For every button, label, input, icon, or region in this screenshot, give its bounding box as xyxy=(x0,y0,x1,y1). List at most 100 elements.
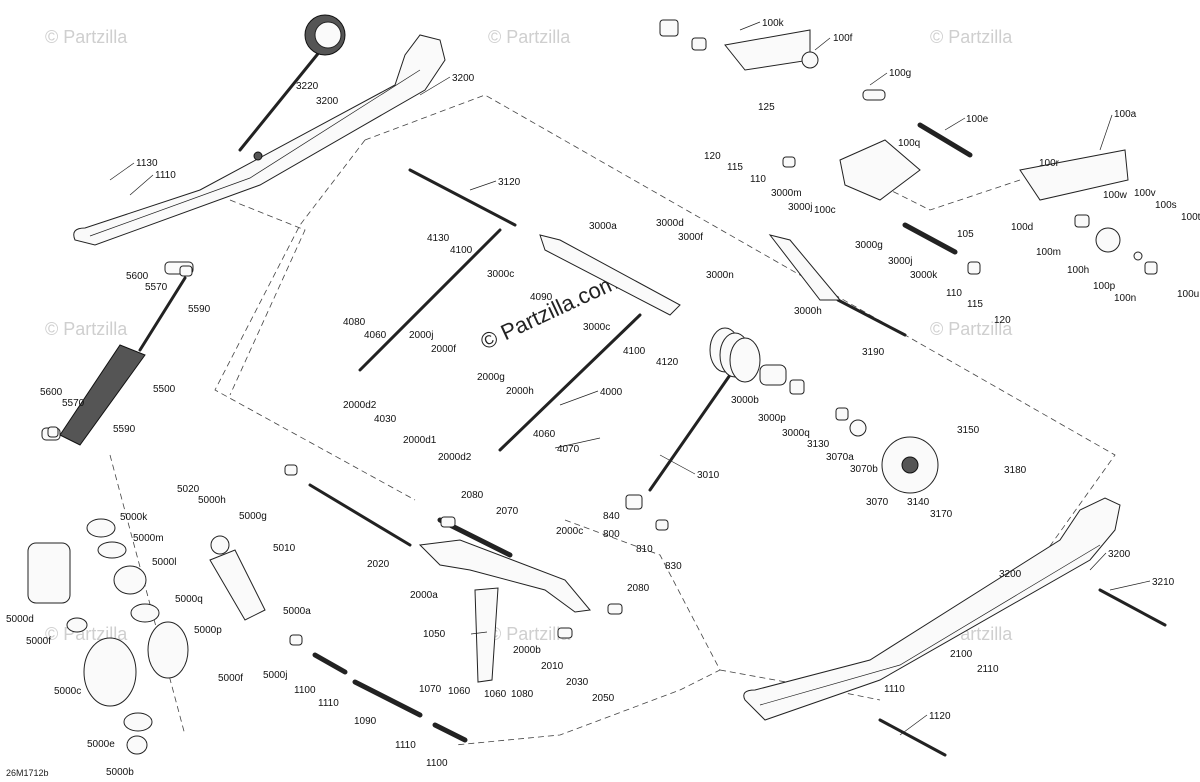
callout-label: 5000q xyxy=(175,594,203,605)
callout-label: 2050 xyxy=(592,693,615,704)
callout-label: 3000k xyxy=(910,270,938,281)
callout-label: 5500 xyxy=(153,384,176,395)
callout-label: 3000c xyxy=(487,269,514,280)
callout-label: 2000a xyxy=(410,590,438,601)
callout-label: 5600 xyxy=(126,271,149,282)
callout-label: 2000c xyxy=(556,526,583,537)
callout-label: 1100 xyxy=(294,685,316,696)
callout-label: 3200 xyxy=(1108,549,1131,560)
callout-label: 800 xyxy=(603,529,620,540)
callout-label: 830 xyxy=(665,561,682,572)
callout-label: 5000b xyxy=(106,767,134,778)
callout-label: 4070 xyxy=(557,444,580,455)
callout-label: 3150 xyxy=(957,425,980,436)
watermarks: © Partzilla © Partzilla © Partzilla © Pa… xyxy=(45,27,1013,644)
callout-label: 4100 xyxy=(450,245,473,256)
callout-label: 2000j xyxy=(409,330,433,341)
callout-label: 5570 xyxy=(145,282,168,293)
watermark: © Partzilla xyxy=(45,319,128,339)
callout-label: 100v xyxy=(1134,188,1156,199)
callout-label: 1110 xyxy=(395,740,416,751)
callout-label: 100w xyxy=(1103,190,1128,201)
callout-label: 3000d xyxy=(656,218,684,229)
callout-label: 100d xyxy=(1011,222,1033,233)
callout-label: 3000m xyxy=(771,188,802,199)
callout-label: 4060 xyxy=(364,330,387,341)
callout-label: 5000e xyxy=(87,739,115,750)
callout-label: 2080 xyxy=(461,490,484,501)
callout-label: 115 xyxy=(727,162,743,173)
callout-label: 3000h xyxy=(794,306,822,317)
callout-label: 100a xyxy=(1114,109,1137,120)
callout-label: 3000q xyxy=(782,428,810,439)
callout-label: 3170 xyxy=(930,509,953,520)
callout-label: 100e xyxy=(966,114,989,125)
callout-label: 840 xyxy=(603,511,620,522)
callout-label: 3180 xyxy=(1004,465,1027,476)
callout-label: 5590 xyxy=(188,304,211,315)
callout-label: 100s xyxy=(1155,200,1177,211)
watermark-center: © Partzilla.com xyxy=(477,269,622,354)
callout-label: 1060 xyxy=(448,686,471,697)
callout-label: 3220 xyxy=(296,81,319,92)
leader-lines xyxy=(109,21,1151,736)
callout-label: 3190 xyxy=(862,347,885,358)
callout-label: 1100 xyxy=(426,758,448,769)
callout-label: 100f xyxy=(833,33,853,44)
callout-label: 100u xyxy=(1177,289,1199,300)
callout-label: 100q xyxy=(898,138,920,149)
callout-label: 105 xyxy=(957,229,974,240)
callout-label: 4060 xyxy=(533,429,556,440)
callout-label: 3000j xyxy=(788,202,812,213)
callout-label: 3010 xyxy=(697,470,720,481)
callout-label: 100m xyxy=(1036,247,1061,258)
callout-label: 125 xyxy=(758,102,775,113)
callout-label: 4080 xyxy=(343,317,366,328)
callout-label: 2110 xyxy=(977,664,999,675)
left-shock xyxy=(41,261,194,446)
callout-label: 1110 xyxy=(155,170,176,181)
callout-label: 5000g xyxy=(239,511,267,522)
callout-label: 100p xyxy=(1093,281,1116,292)
callout-label: 3200 xyxy=(316,96,339,107)
callout-label: 2000d1 xyxy=(403,435,437,446)
callout-label: 2020 xyxy=(367,559,390,570)
callout-labels: 100k 100f 100g 125 100e 120 115 110 100q… xyxy=(6,18,1200,778)
callout-label: 5000k xyxy=(120,512,148,523)
callout-label: 2000h xyxy=(506,386,534,397)
callout-label: 5000l xyxy=(152,557,176,568)
callout-label: 5020 xyxy=(177,484,200,495)
callout-label: 3200 xyxy=(999,569,1022,580)
watermark: © Partzilla xyxy=(930,319,1013,339)
callout-label: 3070b xyxy=(850,464,878,475)
callout-label: 2000b xyxy=(513,645,541,656)
callout-label: 110 xyxy=(750,174,766,185)
watermark: © Partzilla xyxy=(488,27,571,47)
callout-label: 5570 xyxy=(62,398,85,409)
callout-label: 4130 xyxy=(427,233,450,244)
callout-label: 2000d2 xyxy=(438,452,472,463)
callout-label: 5000h xyxy=(198,495,226,506)
callout-label: 3000g xyxy=(855,240,883,251)
callout-label: 2010 xyxy=(541,661,564,672)
callout-label: 2080 xyxy=(627,583,650,594)
callout-label: 3000a xyxy=(589,221,617,232)
callout-label: 100c xyxy=(814,205,836,216)
callout-label: 5000m xyxy=(133,533,164,544)
callout-label: 3210 xyxy=(1152,577,1175,588)
callout-label: 3120 xyxy=(498,177,521,188)
callout-label: 100n xyxy=(1114,293,1136,304)
callout-label: 100g xyxy=(889,68,911,79)
callout-label: 5600 xyxy=(40,387,63,398)
callout-label: 2100 xyxy=(950,649,973,660)
callout-label: 100r xyxy=(1039,158,1060,169)
callout-label: 3000f xyxy=(678,232,703,243)
callout-label: 5000a xyxy=(283,606,311,617)
callout-label: 3070a xyxy=(826,452,854,463)
callout-label: 5010 xyxy=(273,543,296,554)
callout-label: 100t xyxy=(1181,212,1200,223)
callout-label: 1050 xyxy=(423,629,446,640)
callout-label: 4030 xyxy=(374,414,397,425)
callout-label: 2000g xyxy=(477,372,505,383)
